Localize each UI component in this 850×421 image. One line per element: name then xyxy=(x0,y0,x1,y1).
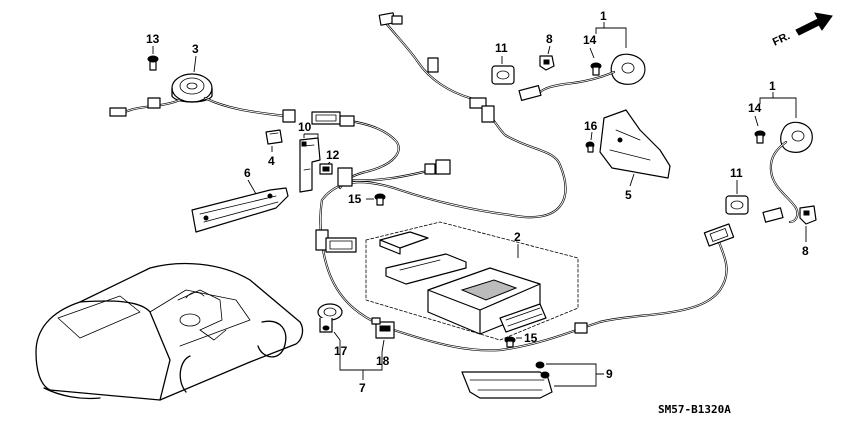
screw-part-13 xyxy=(147,55,159,71)
bolt-part-15-lower xyxy=(504,336,516,348)
part-label-8-right: 8 xyxy=(802,244,809,258)
part-label-6: 6 xyxy=(244,166,251,180)
part-label-14-right: 14 xyxy=(748,101,762,115)
bracket-part-10 xyxy=(299,137,321,193)
front-direction-label: FR. xyxy=(771,30,792,48)
part-label-4: 4 xyxy=(268,154,275,168)
bracket-part-4 xyxy=(265,129,283,145)
part-number-labels: 1 1 2 3 4 5 6 7 8 8 9 10 11 11 12 13 14 … xyxy=(146,9,809,395)
part-label-13: 13 xyxy=(146,32,160,46)
part-label-12: 12 xyxy=(326,148,340,162)
front-impact-sensor-upper xyxy=(518,53,646,102)
part-label-8-upper: 8 xyxy=(546,32,553,46)
part-label-17: 17 xyxy=(334,344,348,358)
clamp-part-18 xyxy=(371,317,395,339)
srs-unit-part-2 xyxy=(365,221,579,341)
bolt-part-15-upper xyxy=(374,193,386,206)
front-impact-sensor-right xyxy=(762,121,813,224)
part-label-15-upper: 15 xyxy=(348,192,362,206)
main-wire-harness xyxy=(311,12,735,352)
bolt-part-16 xyxy=(585,141,595,153)
vehicle-outline xyxy=(35,262,304,401)
part-label-2: 2 xyxy=(514,230,521,244)
leader-lines xyxy=(152,22,807,387)
part-label-15-lower: 15 xyxy=(524,331,538,345)
part-label-11-upper: 11 xyxy=(495,41,508,55)
front-arrow-icon xyxy=(795,12,833,36)
part-label-16: 16 xyxy=(584,119,598,133)
clip-part-8-right xyxy=(799,205,817,225)
bracket-part-5 xyxy=(599,109,671,179)
part-label-7: 7 xyxy=(359,381,366,395)
plate-part-6 xyxy=(191,187,289,233)
cover-part-11-upper xyxy=(491,65,515,85)
drawing-code: SM57-B1320A xyxy=(658,403,731,416)
bolt-part-14-upper xyxy=(590,62,602,76)
cover-part-11-right xyxy=(725,195,749,215)
part-label-1-upper: 1 xyxy=(600,9,607,23)
cable-reel-part-3 xyxy=(109,73,296,123)
clip-part-12 xyxy=(319,163,333,175)
part-label-14-upper: 14 xyxy=(583,33,597,47)
clamp-part-17 xyxy=(317,303,343,333)
part-label-18: 18 xyxy=(376,354,390,368)
clip-part-8-upper xyxy=(539,55,555,71)
part-label-5: 5 xyxy=(625,188,632,202)
part-label-11-right: 11 xyxy=(730,166,743,180)
front-direction-indicator: FR. xyxy=(771,12,833,49)
part-label-10: 10 xyxy=(298,120,312,134)
bracket-part-9 xyxy=(461,361,553,399)
bolt-part-14-right xyxy=(754,130,766,144)
part-label-3: 3 xyxy=(192,42,199,56)
part-label-1-right: 1 xyxy=(769,79,776,93)
part-label-9: 9 xyxy=(606,367,613,381)
